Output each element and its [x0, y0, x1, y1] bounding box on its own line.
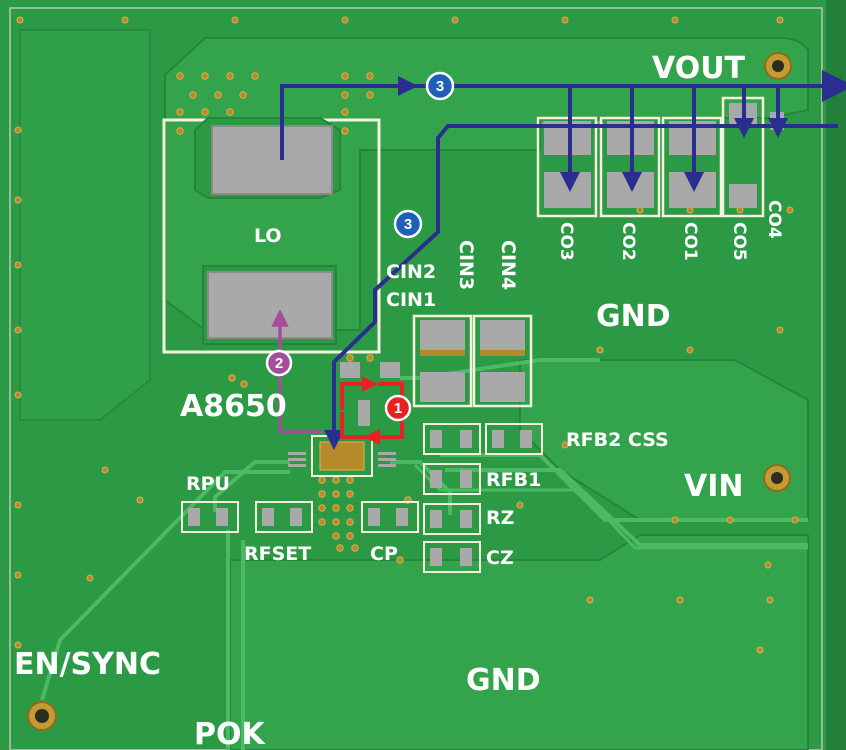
- current-loop-3-middle: [324, 124, 838, 450]
- resistor-rz: [423, 503, 481, 535]
- label-co1: CO1: [680, 222, 700, 261]
- via-array: [14, 16, 799, 654]
- capacitor-css: [485, 423, 543, 455]
- label-rfb1: RFB1: [486, 469, 541, 491]
- resistor-rfb2: [423, 423, 481, 455]
- terminal-holes: [27, 52, 792, 731]
- label-co5: CO5: [729, 222, 749, 261]
- small-passives: [181, 423, 543, 573]
- board-right-strip: [826, 0, 846, 750]
- label-pok: POK: [194, 717, 266, 750]
- inductor-pad-bottom: [207, 271, 333, 339]
- capacitor-cin1-cin2: [340, 362, 400, 426]
- label-gnd-bottom: GND: [466, 663, 541, 698]
- input-capacitors: [340, 314, 533, 426]
- current-loop-3-top: [280, 70, 846, 192]
- capacitor-cin4: [472, 314, 533, 408]
- lower-gnd-pour: [229, 534, 809, 750]
- label-gnd-top: GND: [596, 299, 671, 334]
- label-lo: LO: [254, 225, 282, 247]
- label-rfset: RFSET: [244, 543, 311, 565]
- label-co2: CO2: [618, 222, 638, 261]
- marker-3-middle: 3: [393, 209, 423, 239]
- marker-2: 2: [265, 349, 293, 377]
- label-cin3: CIN3: [455, 240, 477, 290]
- label-vout: VOUT: [652, 51, 746, 86]
- marker-3-middle-text: 3: [404, 216, 412, 233]
- label-rpu: RPU: [186, 473, 230, 495]
- inductor-pad-top: [211, 125, 333, 195]
- label-cz: CZ: [486, 547, 514, 569]
- board-outline: [9, 7, 823, 750]
- marker-3-top-text: 3: [436, 78, 444, 95]
- inductor-lo: [162, 117, 381, 354]
- label-co4: CO4: [764, 200, 784, 239]
- marker-1: 1: [384, 394, 412, 422]
- resistor-rfb1: [423, 463, 481, 495]
- label-rfb2-css: RFB2 CSS: [566, 429, 669, 451]
- capacitor-co1: [661, 116, 723, 218]
- label-vin: VIN: [684, 469, 744, 504]
- label-cin4: CIN4: [497, 240, 519, 290]
- marker-1-text: 1: [394, 400, 402, 417]
- label-co3: CO3: [556, 222, 576, 261]
- upper-left-pour: [19, 29, 151, 421]
- capacitor-cp: [361, 501, 419, 533]
- label-cp: CP: [370, 543, 398, 565]
- silkscreen-labels: VOUT VIN GND GND EN/SYNC POK LO A8650 CI…: [14, 51, 784, 750]
- resistor-rpu: [181, 501, 239, 533]
- capacitor-cz: [423, 541, 481, 573]
- label-cin2: CIN2: [386, 261, 436, 283]
- label-a8650: A8650: [180, 389, 287, 424]
- marker-3-top: 3: [425, 71, 455, 101]
- label-rz: RZ: [486, 507, 514, 529]
- capacitor-cin3: [412, 314, 473, 408]
- label-cin1: CIN1: [386, 289, 436, 311]
- resistor-rfset: [255, 501, 313, 533]
- marker-2-text: 2: [275, 355, 283, 372]
- label-en-sync: EN/SYNC: [14, 647, 161, 682]
